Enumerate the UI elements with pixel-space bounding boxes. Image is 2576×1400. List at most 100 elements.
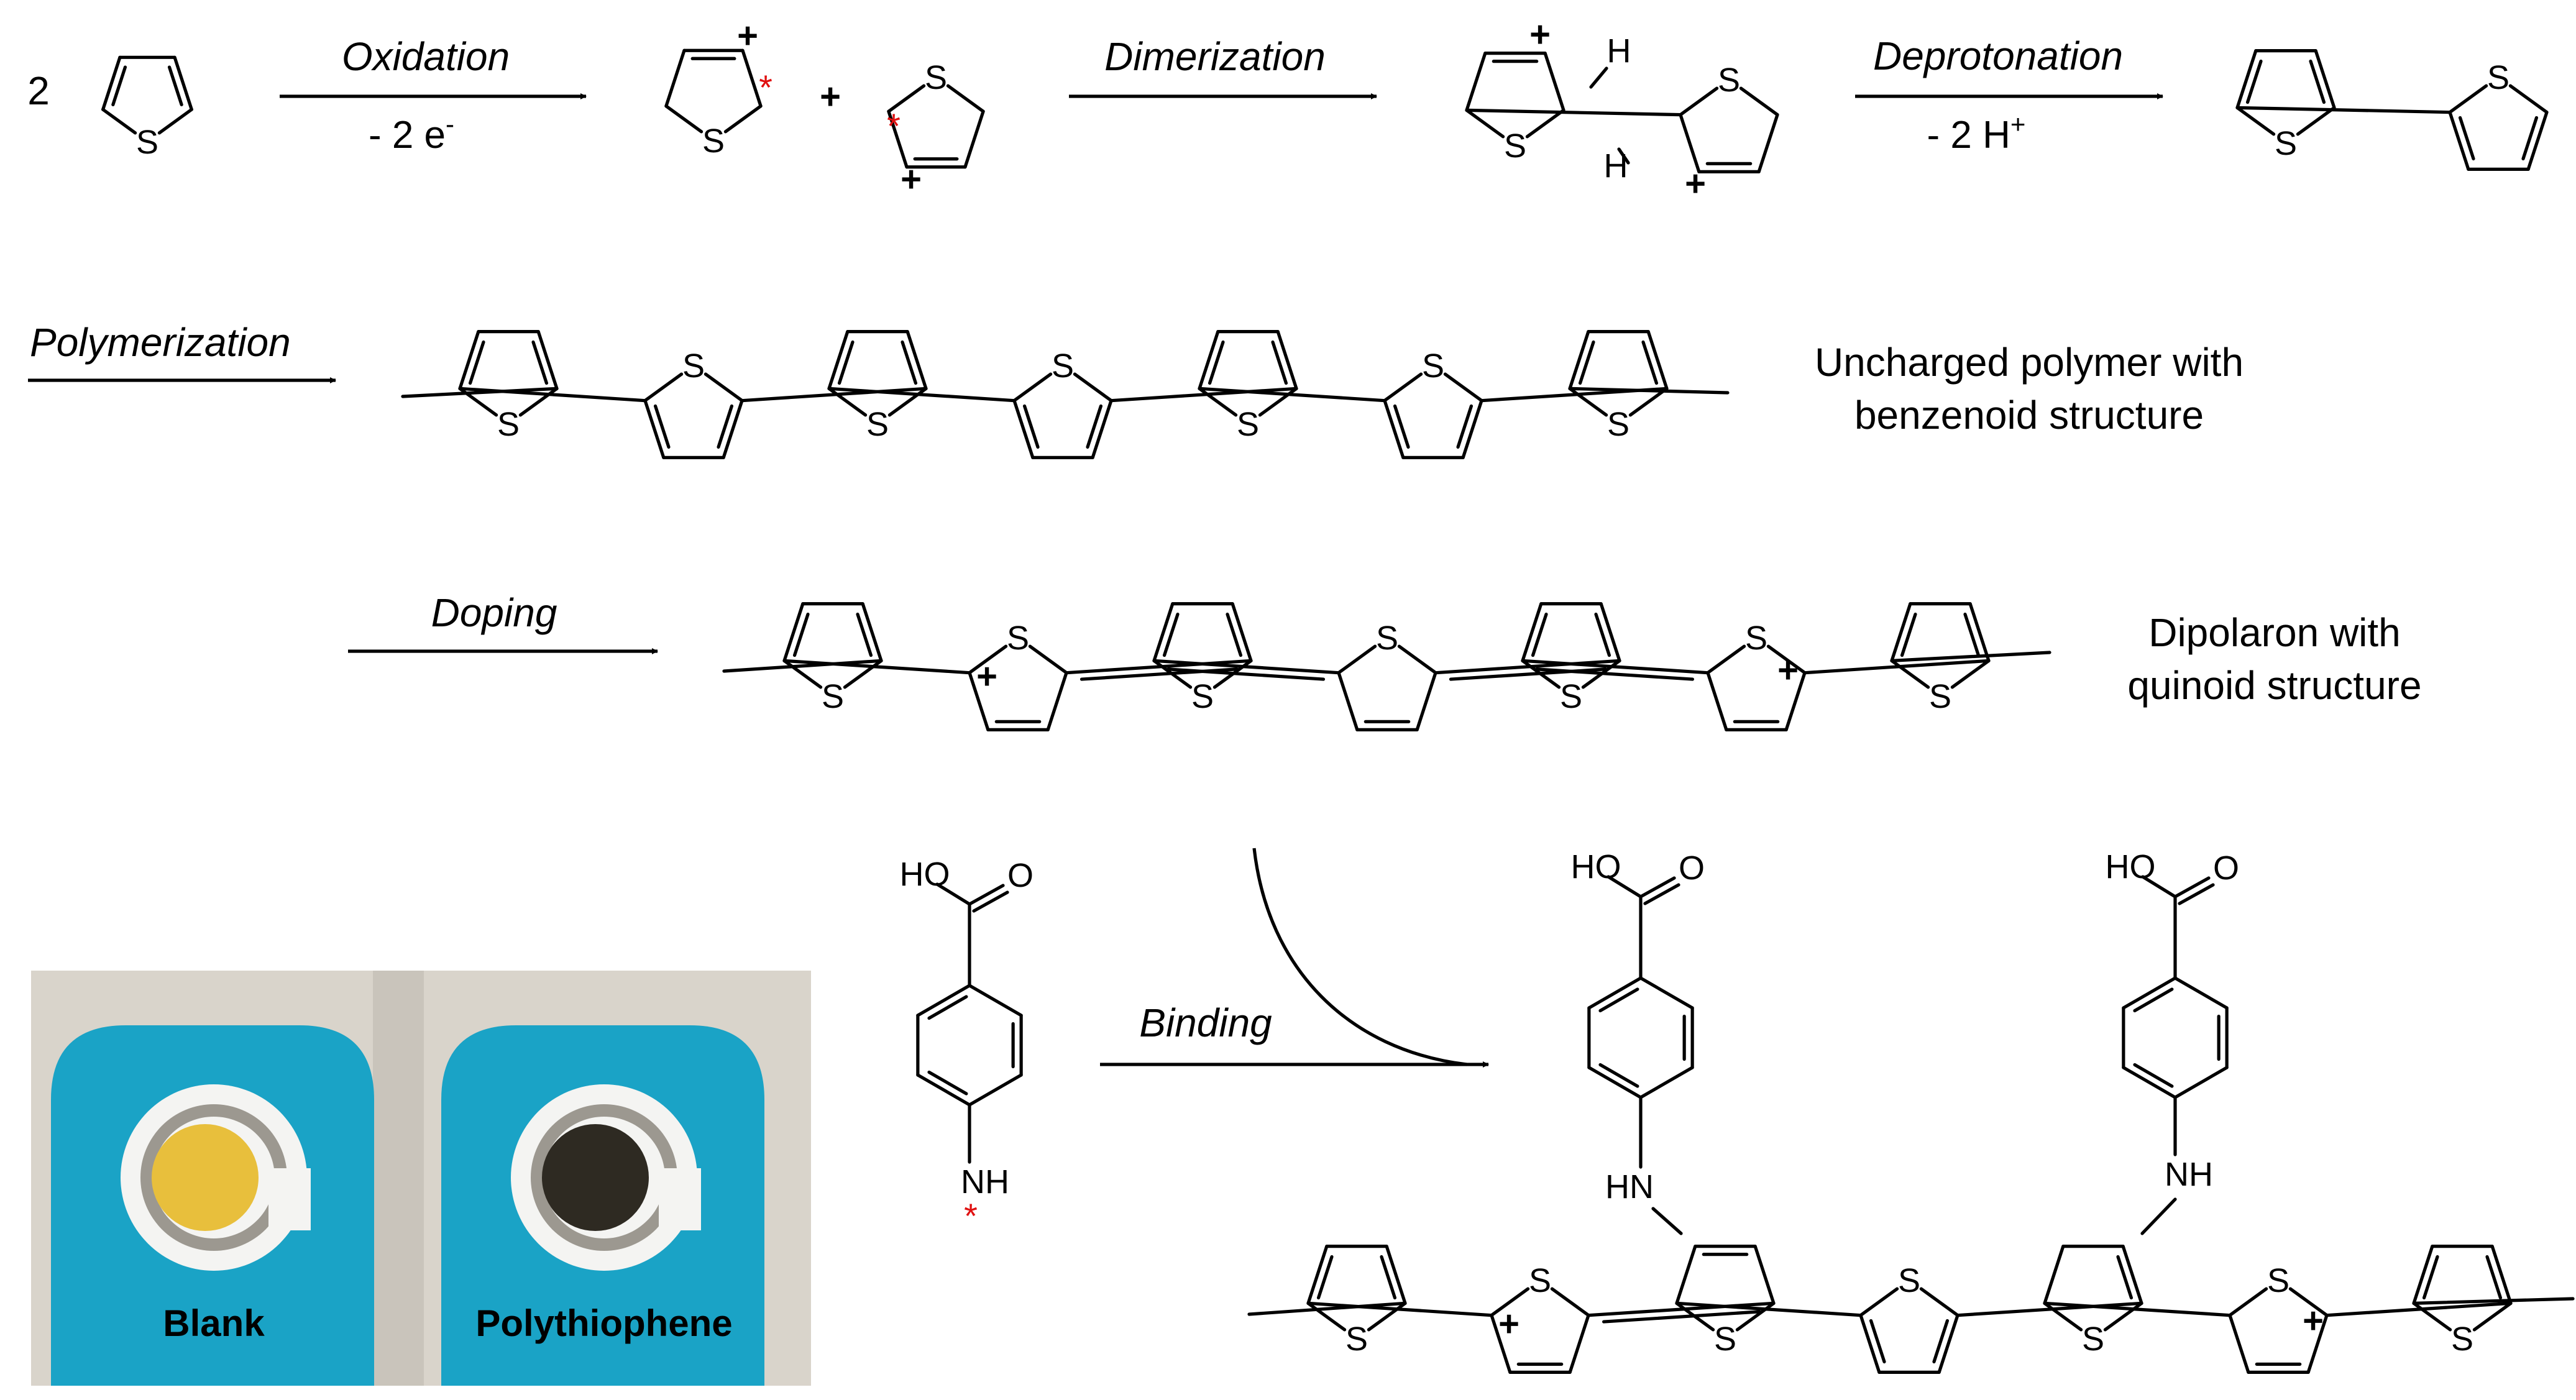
amine-group: HN <box>1605 1168 1654 1206</box>
ring-bond <box>1628 387 1669 417</box>
sulfur-atom: S <box>925 59 947 96</box>
double-bond <box>1208 340 1225 385</box>
ring-bond <box>1599 602 1621 662</box>
sulfur-atom: S <box>1718 62 1740 99</box>
double-bond <box>1641 340 1659 385</box>
double-bond <box>1167 667 1326 681</box>
ring-bond <box>1012 399 1035 459</box>
sulfur-atom: S <box>702 122 725 160</box>
ring-bond <box>1543 52 1565 112</box>
ring-bond <box>1490 1314 1512 1374</box>
benzene-bond <box>916 984 971 1017</box>
double-bond <box>1316 1255 1334 1300</box>
sulfur-atom: S <box>1898 1262 1920 1299</box>
proton-loss: - 2 H <box>1927 114 2010 157</box>
double-bond <box>972 890 1009 913</box>
ring-bond <box>827 330 850 390</box>
c-oh-bond <box>935 882 971 906</box>
radical-mark: * <box>887 106 901 145</box>
ring-bond <box>1675 1245 1697 1305</box>
cation-plus: + <box>1529 14 1551 55</box>
polaron-plus: + <box>1498 1304 1519 1344</box>
ring-bond <box>1757 113 1779 173</box>
hydrogen-atom: H <box>1604 147 1628 185</box>
ring-bond <box>1306 1301 1347 1332</box>
ring-bond <box>1753 1245 1776 1305</box>
benzene-bond <box>1639 1066 1694 1099</box>
double-bond <box>2485 1255 2503 1300</box>
benzene-bond <box>2173 1066 2229 1099</box>
double-bond <box>792 612 810 657</box>
inter-ring-bond <box>782 659 971 675</box>
ring-bond <box>173 55 193 111</box>
carbonyl-oxygen: O <box>1679 849 1705 887</box>
inter-ring-bond <box>1065 659 1253 675</box>
sulfur-atom: S <box>1745 620 1767 657</box>
ring-bond <box>722 399 744 459</box>
ring-bond <box>887 109 909 169</box>
c-oh-bond <box>1607 875 1643 899</box>
strip-gap <box>373 971 424 1386</box>
ring-bond <box>1073 372 1113 403</box>
c-o-bond <box>968 884 1005 906</box>
double-bond <box>1598 987 1639 1013</box>
deprotonation-condition: - 2 H+ <box>1927 109 2026 157</box>
carbonyl-oxygen: O <box>2213 849 2239 887</box>
ring-bond <box>1859 1314 1881 1374</box>
sulfur-atom: S <box>1422 347 1444 385</box>
double-bond <box>2116 1255 2134 1300</box>
amine-group: NH <box>961 1163 1009 1201</box>
ring-bond <box>664 48 686 108</box>
ring-bond <box>1465 108 1505 139</box>
ring-bond <box>1028 644 1068 675</box>
double-bond <box>653 404 671 449</box>
hydrogen-atom: H <box>1607 32 1631 70</box>
ring-bond <box>1679 86 1719 117</box>
ring-bond <box>1679 113 1701 173</box>
double-bond <box>1456 404 1474 449</box>
sulfur-atom: S <box>1052 347 1074 385</box>
ring-bond <box>1525 108 1565 139</box>
ring-bond <box>905 330 928 390</box>
ring-bond <box>2314 49 2336 109</box>
amine-group: NH <box>2165 1156 2213 1193</box>
blank-label: Blank <box>163 1302 265 1344</box>
ring-bond <box>1337 644 1377 675</box>
double-bond <box>837 340 855 385</box>
ring-bond <box>2296 106 2336 136</box>
benzene-bond <box>2122 976 2177 1010</box>
c-o-bond <box>1639 876 1676 899</box>
ring-bond <box>782 602 805 662</box>
ring-bond <box>1919 1287 1960 1317</box>
inter-ring-bond <box>1956 1301 2143 1317</box>
double-bond <box>2133 1063 2174 1088</box>
chain-end <box>722 659 883 673</box>
ring-bond <box>1385 1245 1407 1305</box>
cation-plus: + <box>1685 163 1706 204</box>
sulfur-atom: S <box>497 406 520 443</box>
radical-mark: * <box>759 68 772 107</box>
benzene-bond <box>916 1073 971 1107</box>
ring-bond <box>101 108 137 135</box>
ring-bond <box>1383 372 1423 403</box>
inter-ring-bond <box>1306 1301 1493 1317</box>
cation-plus: + <box>737 16 758 56</box>
c-h-bond <box>1617 147 1630 165</box>
ring-bond <box>2043 1245 2065 1305</box>
ring-bond <box>1568 1314 1590 1374</box>
electron-superscript: - <box>446 109 454 139</box>
inter-ring-bond <box>2043 1301 2232 1317</box>
oxidation-label: Oxidation <box>342 34 510 79</box>
double-bond <box>1963 612 1981 657</box>
ring-bond <box>2235 49 2258 109</box>
double-bond <box>1594 612 1611 657</box>
ring-bond <box>723 104 763 134</box>
ring-bond <box>1859 1287 1899 1317</box>
proton-superscript: + <box>2010 109 2026 139</box>
double-bond <box>856 612 873 657</box>
chain-end <box>1890 651 2051 662</box>
sulfur-atom: S <box>1007 620 1029 657</box>
binding-curve <box>1252 848 1467 1066</box>
sulfur-atom: S <box>2275 125 2297 162</box>
ring-bond <box>2121 1245 2143 1305</box>
